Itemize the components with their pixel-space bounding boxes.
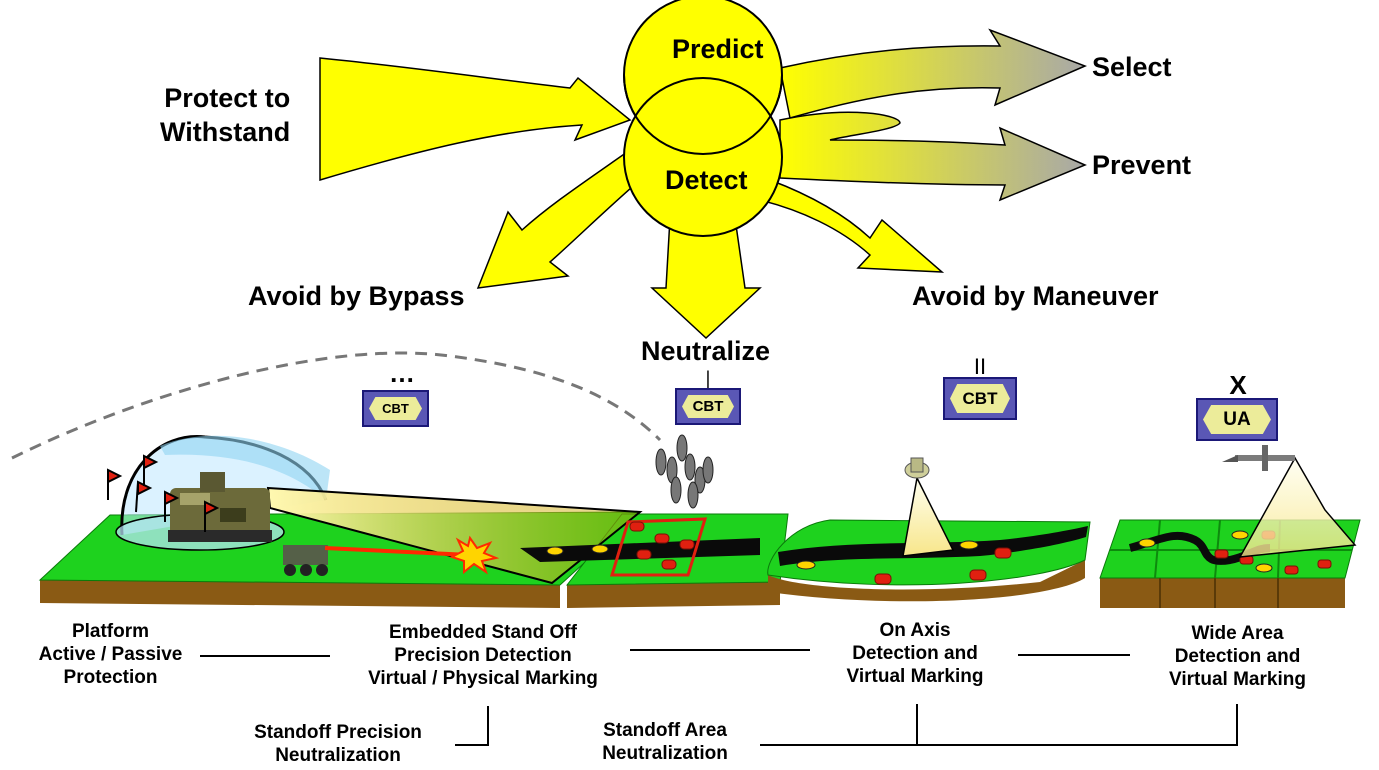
caption-embedded-line-3: Virtual / Physical Marking bbox=[368, 668, 598, 689]
connector-lines bbox=[200, 649, 1238, 746]
caption-standoff-precision-line-1: Standoff Precision bbox=[254, 722, 422, 743]
laser-beam bbox=[324, 546, 471, 557]
unit-3-label: CBT bbox=[950, 384, 1010, 413]
protect-label-line-2: Withstand bbox=[160, 117, 291, 147]
unit-1-echelon: … bbox=[389, 358, 415, 388]
unit-symbol-1: CBT bbox=[362, 390, 429, 427]
caption-standoff-area-line-1: Standoff Area bbox=[603, 720, 727, 741]
sensor-cone-wide-area bbox=[1238, 456, 1357, 558]
sensor-mast bbox=[904, 457, 930, 479]
unit-3-echelon: II bbox=[973, 354, 987, 379]
caption-embedded: Embedded Stand Off Precision Detection V… bbox=[328, 621, 638, 690]
unit-4-echelon: X bbox=[1229, 370, 1247, 400]
detect-circle bbox=[623, 77, 783, 237]
neutralize-arrow bbox=[650, 217, 762, 340]
robotic-vehicle bbox=[283, 545, 328, 576]
caption-standoff-precision: Standoff Precision Neutralization bbox=[218, 721, 458, 767]
unit-symbol-4: UA bbox=[1196, 398, 1278, 441]
caption-on-axis-line-3: Virtual Marking bbox=[846, 666, 984, 687]
unit-symbol-2: CBT bbox=[675, 388, 741, 425]
predict-label: Predict bbox=[672, 34, 764, 64]
caption-platform-line-2: Active / Passive bbox=[38, 644, 183, 665]
protect-arrow bbox=[319, 57, 632, 182]
caption-standoff-area-line-2: Neutralization bbox=[602, 743, 728, 764]
unit-symbol-3: CBT bbox=[943, 377, 1017, 420]
explosion bbox=[449, 535, 500, 575]
avoid-bypass-label: Avoid by Bypass bbox=[248, 281, 465, 311]
detect-label: Detect bbox=[665, 165, 748, 195]
select-label: Select bbox=[1092, 52, 1172, 82]
protect-label-line-1: Protect to bbox=[164, 83, 291, 113]
caption-wide-area-line-1: Wide Area bbox=[1191, 623, 1284, 644]
caption-standoff-area: Standoff Area Neutralization bbox=[570, 719, 760, 765]
maneuver-arrow bbox=[758, 179, 945, 273]
unit-2-label: CBT bbox=[682, 395, 734, 418]
caption-wide-area-line-2: Detection and bbox=[1174, 646, 1301, 667]
caption-platform-line-1: Platform bbox=[71, 621, 150, 642]
neutralize-label: Neutralize bbox=[641, 336, 771, 366]
uav-aircraft bbox=[1222, 445, 1295, 471]
unit-1-label: CBT bbox=[369, 397, 422, 420]
caption-on-axis: On Axis Detection and Virtual Marking bbox=[810, 619, 1020, 688]
marker-flags bbox=[107, 454, 220, 532]
submunitions bbox=[655, 434, 714, 509]
protect-label: Protect to Withstand bbox=[160, 81, 290, 149]
caption-on-axis-line-2: Detection and bbox=[852, 643, 978, 664]
trajectory-dashed bbox=[11, 351, 662, 460]
caption-platform: Platform Active / Passive Protection bbox=[18, 620, 203, 689]
unit-2-echelon: | bbox=[705, 368, 711, 388]
caption-on-axis-line-1: On Axis bbox=[879, 620, 951, 641]
caption-embedded-line-2: Precision Detection bbox=[394, 645, 572, 666]
avoid-maneuver-label: Avoid by Maneuver bbox=[912, 281, 1159, 311]
caption-embedded-line-1: Embedded Stand Off bbox=[389, 622, 577, 643]
prevent-arrow bbox=[779, 111, 1087, 202]
minefield-marking bbox=[609, 517, 708, 577]
sensor-cone-on-axis bbox=[902, 475, 955, 557]
caption-wide-area-line-3: Virtual Marking bbox=[1169, 669, 1306, 690]
prevent-label: Prevent bbox=[1092, 150, 1192, 180]
bypass-arrow bbox=[476, 148, 641, 289]
caption-wide-area: Wide Area Detection and Virtual Marking bbox=[1130, 622, 1345, 691]
buried-mines bbox=[546, 530, 1273, 573]
armored-vehicle bbox=[168, 472, 272, 542]
caption-platform-line-3: Protection bbox=[63, 667, 158, 688]
unit-4-label: UA bbox=[1203, 405, 1271, 434]
caption-standoff-precision-line-2: Neutralization bbox=[275, 745, 401, 766]
select-arrow bbox=[779, 28, 1087, 119]
